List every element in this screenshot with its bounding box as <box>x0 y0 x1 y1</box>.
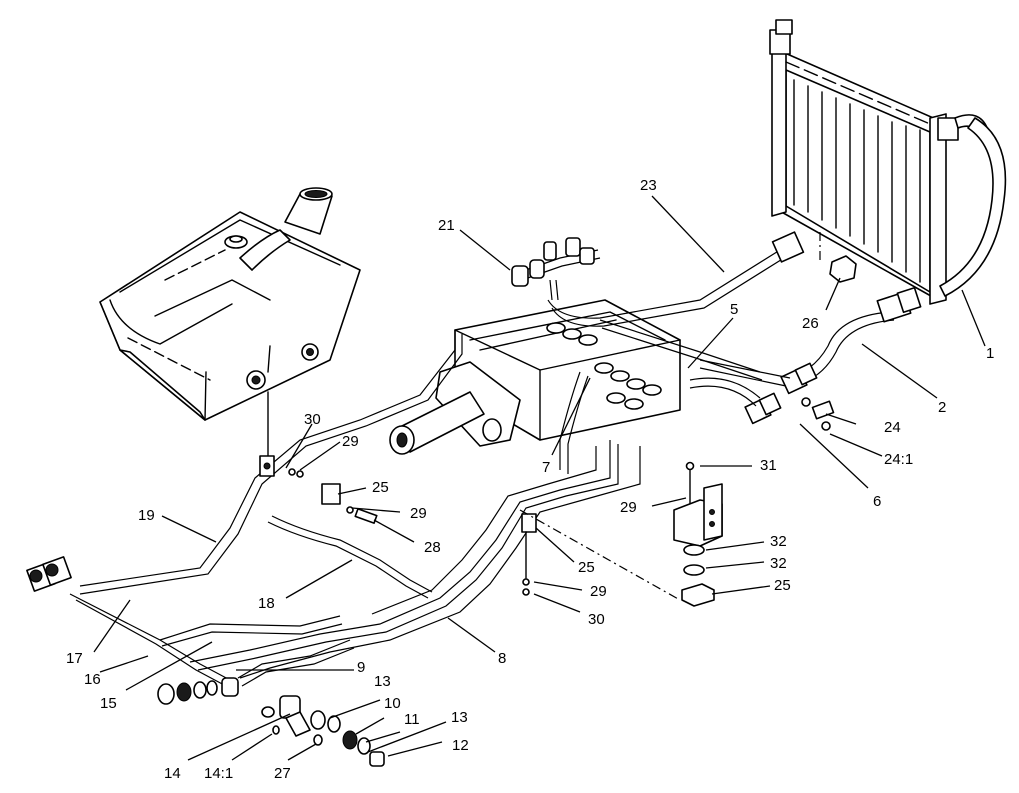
cylinder <box>389 361 521 455</box>
callout-13-upper: 13 <box>374 673 391 690</box>
reference-dash-line <box>519 509 681 601</box>
callout-16: 16 <box>84 671 101 688</box>
tank-filler-neck <box>284 187 333 235</box>
callout-29-lower: 29 <box>590 583 607 600</box>
callout-25-lower: 25 <box>774 577 791 594</box>
callout-19: 19 <box>138 507 155 524</box>
callout-30-lower: 30 <box>588 611 605 628</box>
tank-port-lower <box>246 370 266 390</box>
callout-14-1: 14:1 <box>204 765 233 782</box>
callout-10: 10 <box>384 695 401 712</box>
callout-28: 28 <box>424 539 441 556</box>
callout-7: 7 <box>542 459 550 476</box>
callout-21: 21 <box>438 217 455 234</box>
leader-lines <box>93 195 986 761</box>
callout-26: 26 <box>802 315 819 332</box>
long-lines <box>69 319 763 687</box>
callout-9: 9 <box>357 659 365 676</box>
callout-24-1: 24:1 <box>884 451 913 468</box>
callout-15: 15 <box>100 695 117 712</box>
fitting-group-21 <box>511 237 601 301</box>
callout-29-upper: 29 <box>342 433 359 450</box>
line-23 <box>547 231 805 327</box>
clamp-group-middle <box>521 513 537 596</box>
left-end-fittings <box>26 556 72 592</box>
tank-drop-fitting <box>259 391 275 477</box>
callout-30-upper: 30 <box>304 411 321 428</box>
manifold-fittings <box>546 322 662 410</box>
callout-8: 8 <box>498 650 506 667</box>
callout-labels: 1 2 5 6 7 8 9 10 11 12 13 13 14 14:1 15 … <box>66 177 994 782</box>
callout-27: 27 <box>274 765 291 782</box>
callout-17: 17 <box>66 650 83 667</box>
callout-25-upper: 25 <box>372 479 389 496</box>
hose-1 <box>939 117 1007 297</box>
callout-14: 14 <box>164 765 181 782</box>
cooler-top-fitting <box>769 19 793 55</box>
fitting-24 <box>801 397 835 431</box>
callout-13-lower: 13 <box>451 709 468 726</box>
callout-29-bracket: 29 <box>620 499 637 516</box>
callout-5: 5 <box>730 301 738 318</box>
callout-32-upper: 32 <box>770 533 787 550</box>
callout-12: 12 <box>452 737 469 754</box>
callout-25-middle: 25 <box>578 559 595 576</box>
tank-cap <box>224 235 248 249</box>
bracket-group <box>673 461 723 607</box>
hydraulic-tank <box>99 187 361 421</box>
callout-6: 6 <box>873 493 881 510</box>
callout-32-lower: 32 <box>770 555 787 572</box>
callout-31: 31 <box>760 457 777 474</box>
callout-23: 23 <box>640 177 657 194</box>
callout-1: 1 <box>986 345 994 362</box>
callout-18: 18 <box>258 595 275 612</box>
part-26 <box>829 255 857 283</box>
clamp-group-upper <box>288 468 378 524</box>
callout-2: 2 <box>938 399 946 416</box>
callout-11: 11 <box>404 711 420 728</box>
cooler-fins <box>793 79 921 283</box>
callout-29-right: 29 <box>410 505 427 522</box>
callout-24: 24 <box>884 419 901 436</box>
oil-cooler <box>769 19 1007 305</box>
tank-port-side <box>301 343 319 361</box>
line-6-fittings <box>689 359 818 425</box>
